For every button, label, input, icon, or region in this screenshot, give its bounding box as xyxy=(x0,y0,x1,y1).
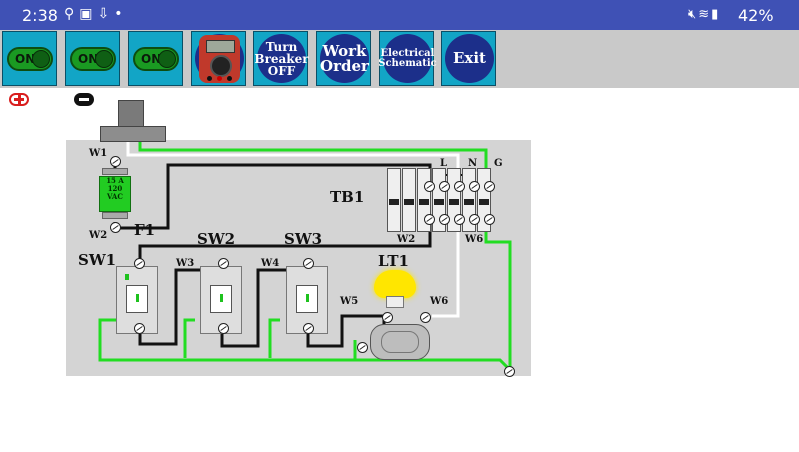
light-bulb-lt1[interactable] xyxy=(372,270,418,310)
electrical-schematic-line2: Schematic xyxy=(378,57,437,69)
battery-percent: 42% xyxy=(738,6,774,25)
wire-label-w6-tb: W6 xyxy=(465,234,484,245)
work-order-line1: Work xyxy=(322,41,367,60)
power-plug xyxy=(100,100,166,142)
label-sw1: SW1 xyxy=(78,251,117,269)
wire-label-w2-tb: W2 xyxy=(397,234,416,245)
terminal xyxy=(420,312,431,323)
label-sw2: SW2 xyxy=(197,230,236,248)
work-order-button[interactable]: Work Order xyxy=(316,31,371,86)
terminal xyxy=(110,222,121,233)
exit-label: Exit xyxy=(452,49,486,67)
terminal xyxy=(303,258,314,269)
terminal xyxy=(454,181,465,192)
label-g: G xyxy=(494,158,503,169)
status-bar: 2:38 ⚲▣⇩• 🔇︎≋▮ 42% xyxy=(0,0,799,30)
terminal xyxy=(424,214,435,225)
terminal xyxy=(218,323,229,334)
fuse-rating-line1: 15 A xyxy=(106,176,124,185)
label-n: N xyxy=(468,158,478,169)
turn-breaker-off-line2: Breaker xyxy=(254,51,309,66)
toggle-switch-icon: ON xyxy=(133,47,179,71)
wire-label-w4: W4 xyxy=(261,258,280,269)
terminal xyxy=(439,181,450,192)
terminal xyxy=(303,323,314,334)
toggle-button-3[interactable]: ON xyxy=(128,31,183,86)
terminal xyxy=(357,342,368,353)
terminal xyxy=(469,181,480,192)
terminal xyxy=(382,312,393,323)
image-icon: ▣ xyxy=(79,6,98,22)
multimeter-button[interactable] xyxy=(191,31,246,86)
fuse-f1: 15 A 120 VAC xyxy=(98,168,132,222)
signal-icon: ▮ xyxy=(711,7,721,22)
terminal xyxy=(110,156,121,167)
terminal xyxy=(439,214,450,225)
electrical-schematic-button[interactable]: Electrical Schematic xyxy=(378,31,437,86)
system-icons: 🔇︎≋▮ xyxy=(688,7,720,22)
terminal xyxy=(469,214,480,225)
toggle-switch-icon: ON xyxy=(7,47,53,71)
terminal xyxy=(504,366,515,377)
terminal xyxy=(484,181,495,192)
terminal xyxy=(134,323,145,334)
electrical-schematic-line1: Electrical xyxy=(380,47,435,59)
label-f1: F1 xyxy=(134,221,156,239)
turn-breaker-off-button[interactable]: Turn Breaker OFF xyxy=(253,31,309,86)
wire-label-w1: W1 xyxy=(89,148,108,159)
toggle-button-1[interactable]: ON xyxy=(2,31,57,86)
junction-box xyxy=(370,324,430,360)
wifi-icon: ≋ xyxy=(698,7,712,22)
multimeter-icon xyxy=(199,35,240,83)
terminal xyxy=(218,258,229,269)
plus-circle-icon[interactable] xyxy=(9,93,29,106)
switch-sw2[interactable] xyxy=(200,266,242,334)
download-icon: ⇩ xyxy=(97,6,115,22)
label-lt1: LT1 xyxy=(378,252,409,270)
toggle-label: ON xyxy=(141,52,162,66)
turn-breaker-off-line1: Turn xyxy=(265,39,298,54)
exit-button[interactable]: Exit xyxy=(441,31,496,86)
label-sw3: SW3 xyxy=(284,230,323,248)
toggle-switch-icon: ON xyxy=(70,47,116,71)
wire-label-w6-light: W6 xyxy=(430,296,449,307)
notification-icons: ⚲▣⇩• xyxy=(64,6,128,22)
label-l: L xyxy=(440,158,448,169)
terminal xyxy=(484,214,495,225)
work-order-line2: Order xyxy=(320,56,369,75)
wire-label-w3: W3 xyxy=(176,258,195,269)
toggle-button-2[interactable]: ON xyxy=(65,31,120,86)
terminal xyxy=(454,214,465,225)
label-tb1: TB1 xyxy=(330,188,365,206)
toggle-label: ON xyxy=(15,52,36,66)
mute-icon: 🔇︎ xyxy=(688,7,699,22)
wire-label-w5: W5 xyxy=(340,296,359,307)
wire-label-w2-fuse: W2 xyxy=(89,230,108,241)
fuse-rating-line3: VAC xyxy=(107,192,123,201)
terminal xyxy=(424,181,435,192)
toolbar: ON ON ON Turn Breaker OFF Work xyxy=(0,30,799,88)
status-time: 2:38 xyxy=(22,6,58,25)
toggle-label: ON xyxy=(78,52,99,66)
dot-icon: • xyxy=(114,6,128,22)
turn-breaker-off-line3: OFF xyxy=(267,63,296,78)
fuse-rating-line2: 120 xyxy=(107,184,123,193)
location-icon: ⚲ xyxy=(64,6,80,22)
terminal xyxy=(134,258,145,269)
minus-circle-icon[interactable] xyxy=(74,93,94,106)
